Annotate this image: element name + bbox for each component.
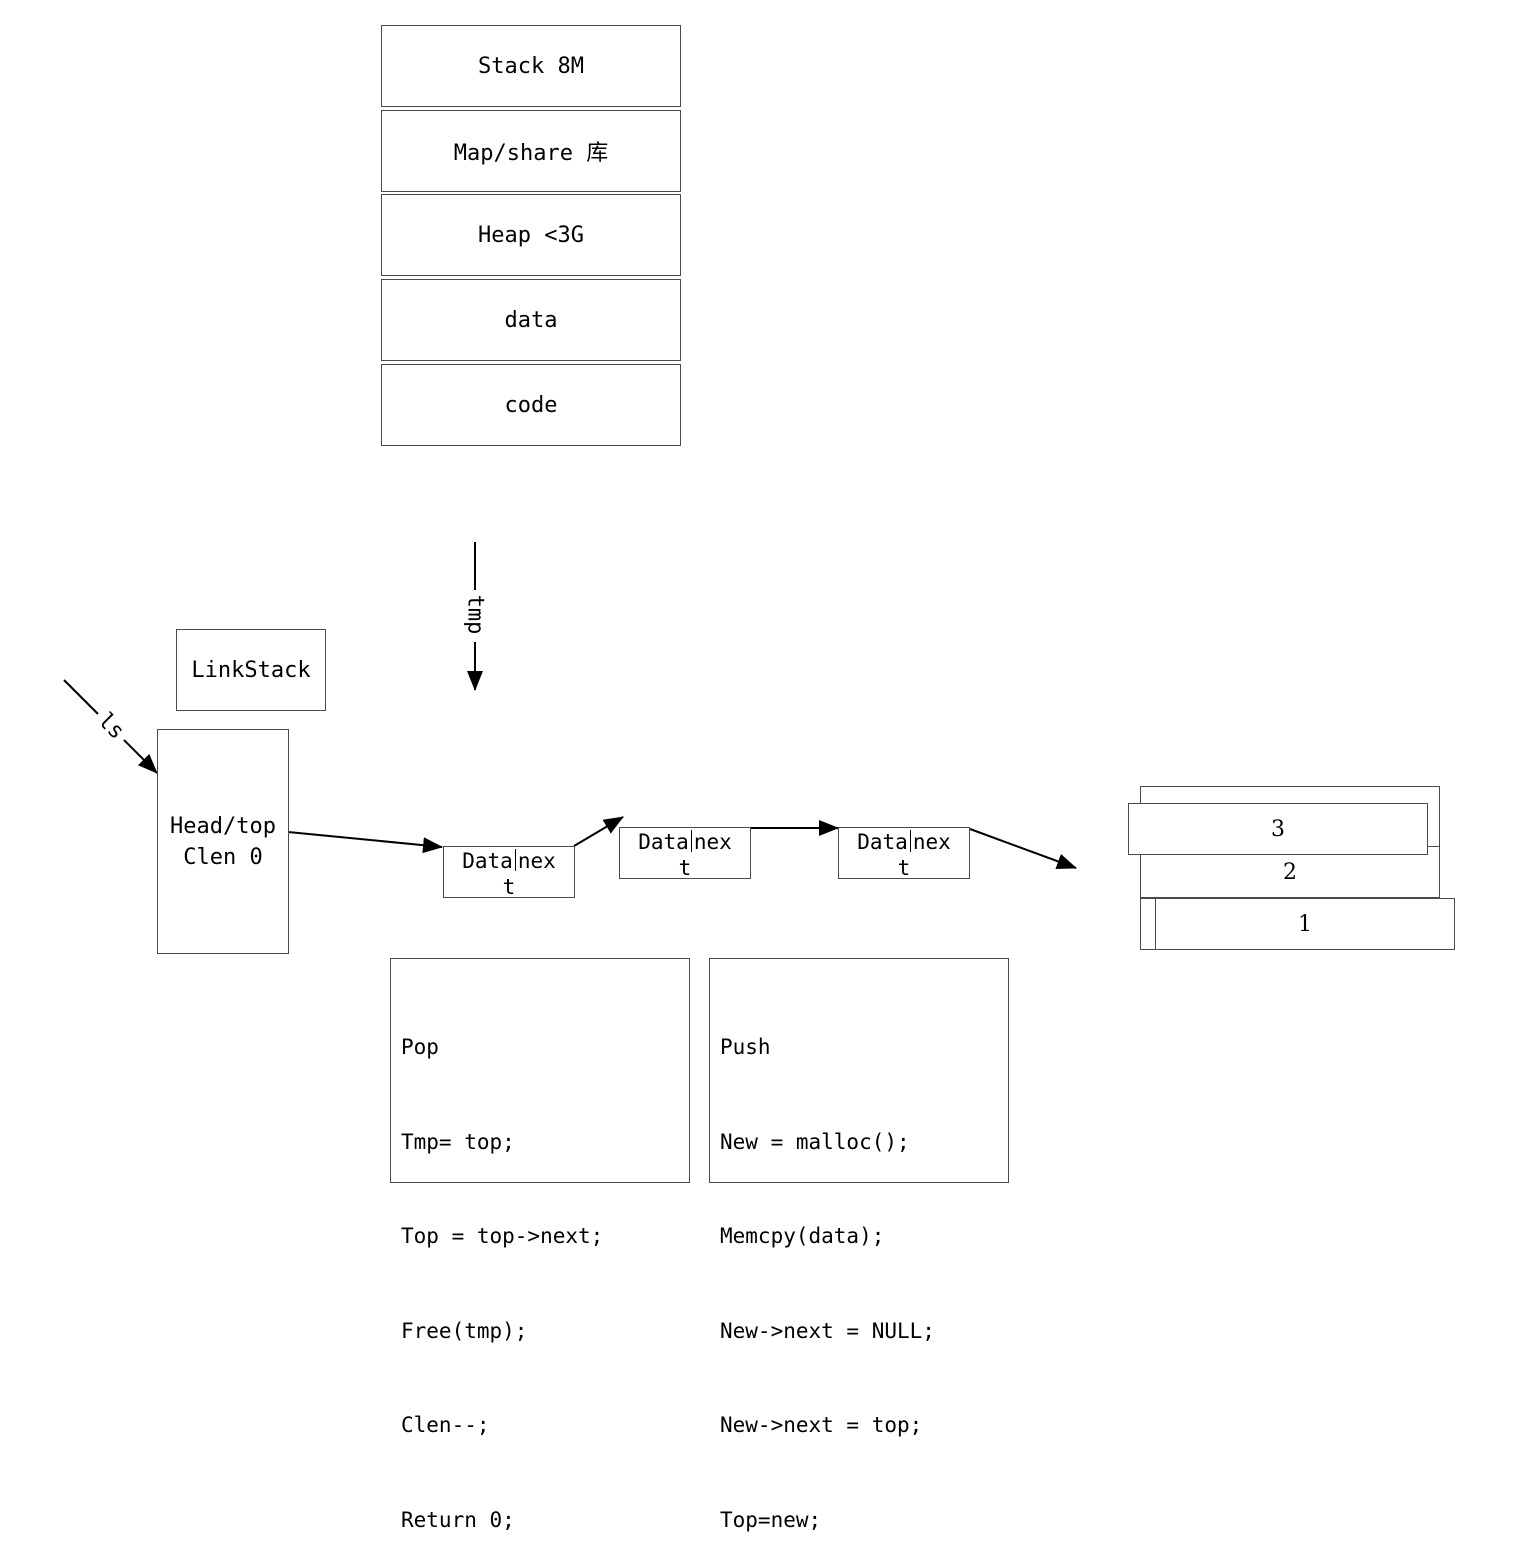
linkstack-box: LinkStack (176, 629, 326, 711)
stack-plate-label: 2 (1283, 859, 1297, 885)
push-code-line: New = malloc(); (720, 1129, 910, 1154)
node-data-label: Data (857, 830, 908, 854)
head-to-node1-arrow (287, 831, 443, 854)
node-next-label: nex (693, 830, 732, 854)
pop-code-line: Top = top->next; (401, 1224, 604, 1248)
node-next-label: nex (912, 830, 951, 854)
push-title: Push (720, 1035, 771, 1059)
node-next-label-wrap: t (897, 856, 911, 880)
head-top-label: Head/top (170, 813, 276, 839)
memory-segment-map-share: Map/share 库 (381, 110, 681, 192)
node-data-label: Data (462, 849, 513, 873)
memory-segment-label: code (504, 392, 558, 418)
memory-segment-label: Heap <3G (478, 222, 584, 248)
pop-code-line: Clen--; (401, 1413, 490, 1437)
node-divider (909, 830, 911, 852)
pop-title: Pop (401, 1035, 439, 1059)
node-next-label: nex (517, 849, 556, 873)
memory-segment-label: Stack 8M (478, 53, 584, 79)
push-code-line: New->next = NULL; (720, 1318, 935, 1343)
clen-label: Clen 0 (183, 844, 263, 870)
node-data-label: Data (638, 830, 689, 854)
memory-segment-label: Map/share 库 (453, 141, 609, 166)
memory-segment-data: data (381, 279, 681, 361)
memory-segment-label: data (504, 307, 558, 333)
node-next-label-wrap: t (678, 856, 692, 880)
stack-plate-label: 3 (1271, 816, 1285, 842)
node3-to-stack-arrow (969, 828, 1077, 869)
tmp-label: tmp (462, 594, 488, 635)
push-code-line: Top=new; (720, 1507, 822, 1532)
head-top-box: Head/top Clen 0 (157, 729, 289, 954)
memory-segment-stack: Stack 8M (381, 25, 681, 107)
pop-code-line: Tmp= top; (401, 1129, 515, 1154)
connector-layer (63, 542, 1077, 869)
pop-code-line: Free(tmp); (401, 1318, 528, 1343)
stack-plate-3: 3 (1128, 803, 1428, 855)
memory-segment-code: code (381, 364, 681, 446)
memory-segment-heap: Heap <3G (381, 194, 681, 276)
node-next-label-wrap: t (502, 875, 516, 899)
stack-plate-label: 1 (1298, 911, 1312, 937)
node-divider (690, 830, 692, 852)
stack-plate-1: 1 (1155, 898, 1455, 950)
push-code-box: Push New = malloc(); Memcpy(data); New->… (709, 958, 1009, 1532)
push-code-line: New->next = top; (720, 1413, 923, 1437)
node1-to-node2-arrow (573, 816, 624, 847)
pop-code-box: Pop Tmp= top; Top = top->next; Free(tmp)… (390, 958, 690, 1532)
push-code-line: Memcpy(data); (720, 1224, 885, 1248)
node-divider (514, 849, 516, 871)
pop-code-line: Return 0; (401, 1507, 515, 1532)
ls-arrow-top (63, 679, 99, 715)
linkstack-label: LinkStack (191, 657, 311, 683)
ls-arrow-bottom (123, 739, 158, 774)
